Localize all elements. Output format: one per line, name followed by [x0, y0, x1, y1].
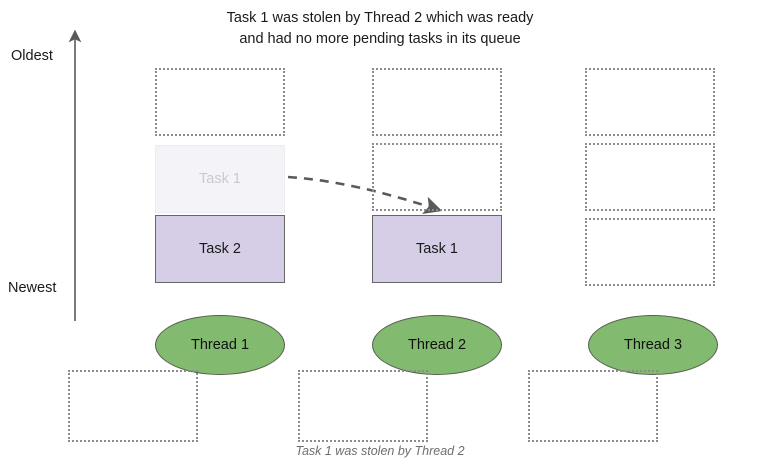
queue-slot-empty[interactable] — [585, 218, 715, 286]
queue-slot-task[interactable]: Task 2 — [155, 215, 285, 283]
thread-node-2[interactable]: Thread 2 — [372, 315, 502, 375]
queue-slot-task[interactable]: Task 1 — [372, 215, 502, 283]
queue-slot-empty-bottom[interactable] — [528, 370, 658, 442]
diagram-title: Task 1 was stolen by Thread 2 which was … — [226, 10, 534, 47]
queue-slot-empty-bottom[interactable] — [298, 370, 428, 442]
queue-slot-empty[interactable] — [372, 143, 502, 211]
queue-slot-empty[interactable] — [155, 68, 285, 136]
queue-slot-empty[interactable] — [585, 68, 715, 136]
queue-slot-empty[interactable] — [372, 68, 502, 136]
queue-slot-empty[interactable] — [585, 143, 715, 211]
thread-node-1[interactable]: Thread 1 — [155, 315, 285, 375]
queue-slot-empty-bottom[interactable] — [68, 370, 198, 442]
axis-label-oldest: Oldest — [11, 48, 53, 64]
thread-node-3[interactable]: Thread 3 — [588, 315, 718, 375]
axis-label-newest: Newest — [8, 280, 57, 296]
queue-slot-ghost-task[interactable]: Task 1 — [155, 145, 285, 213]
figure-caption: Task 1 was stolen by Thread 2 — [295, 444, 465, 458]
